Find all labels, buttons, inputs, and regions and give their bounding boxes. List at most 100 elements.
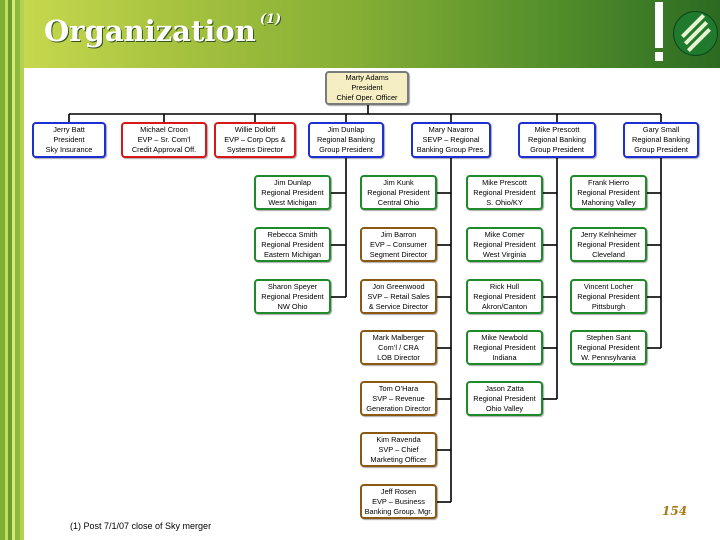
box-line: Mike Prescott (482, 177, 527, 187)
box-line: Gary Small (642, 125, 680, 134)
box-line: Jerry Batt (53, 125, 85, 134)
box-line: Regional President (473, 393, 536, 403)
box-line: Jason Zatta (485, 383, 524, 393)
box-line: Mike Newbold (481, 332, 528, 342)
org-box-direct-report: Willie Dolloff EVP – Corp Ops & Systems … (214, 122, 296, 158)
box-line: Regional President (577, 291, 640, 301)
box-line: SVP – Chief (378, 444, 419, 454)
box-line: Jim Dunlap (327, 125, 365, 134)
org-box-regional-president: Jerry Kelnheimer Regional President Clev… (570, 227, 647, 262)
footnote: (1) Post 7/1/07 close of Sky merger (70, 521, 212, 531)
org-box-regional-president: Frank Hierro Regional President Mahoning… (570, 175, 647, 210)
page-title: Organization(1) (44, 12, 282, 48)
box-line: Banking Group. Mgr. (364, 506, 433, 516)
box-line: President (53, 135, 85, 144)
org-box-regional-president: Sharon Speyer Regional President NW Ohio (254, 279, 331, 314)
org-box-regional-president: Mike Newbold Regional President Indiana (466, 330, 543, 365)
box-line: EVP – Business (372, 496, 425, 506)
box-line: Regional President (473, 291, 536, 301)
page-title-text: Organization (44, 14, 256, 48)
left-stripe (8, 0, 12, 540)
box-line: Rebecca Smith (267, 229, 318, 239)
box-line: Regional President (473, 239, 536, 249)
org-box-functional-director: Jim Barron EVP – Consumer Segment Direct… (360, 227, 437, 262)
box-line: SEVP – Regional (422, 135, 480, 144)
box-line: Regional President (367, 187, 430, 197)
org-box-functional-director: Mark Malberger Com’l / CRA LOB Director (360, 330, 437, 365)
box-line: Regional President (577, 342, 640, 352)
box-line: Group President (634, 145, 688, 154)
org-box-functional-director: Jon Greenwood SVP – Retail Sales & Servi… (360, 279, 437, 314)
box-line: Kim Ravenda (376, 434, 421, 444)
box-line: Group President (319, 145, 373, 154)
box-line: Jim Barron (380, 229, 417, 239)
org-box-regional-president: Stephen Sant Regional President W. Penns… (570, 330, 647, 365)
box-line: Sky Insurance (45, 145, 93, 154)
box-line: Eastern Michigan (263, 249, 322, 259)
box-line: Marty Adams (345, 73, 389, 82)
box-line: Com’l / CRA (378, 342, 419, 352)
exclamation-dot-icon (655, 52, 663, 61)
box-line: Systems Director (226, 145, 284, 154)
box-line: Group President (530, 145, 584, 154)
box-line: EVP – Consumer (370, 239, 427, 249)
box-line: Chief Oper. Officer (336, 93, 398, 102)
box-line: Michael Croon (140, 125, 188, 134)
box-line: Regional President (473, 187, 536, 197)
box-line: Cleveland (592, 249, 625, 259)
org-box-direct-report: Gary Small Regional Banking Group Presid… (623, 122, 699, 158)
box-line: Tom O’Hara (378, 383, 419, 393)
box-line: & Service Director (368, 301, 429, 311)
org-box-regional-president: Mike Prescott Regional President S. Ohio… (466, 175, 543, 210)
box-line: Sharon Speyer (267, 281, 318, 291)
footnote-marker: (1) (259, 12, 282, 27)
box-line: Vincent Locher (583, 281, 634, 291)
box-line: EVP – Sr. Com’l (137, 135, 191, 144)
company-logo-icon (673, 11, 718, 56)
box-line: Mahoning Valley (581, 197, 636, 207)
box-line: Credit Approval Off. (131, 145, 197, 154)
box-line: Regional Banking (528, 135, 586, 144)
box-line: Jim Dunlap (274, 177, 311, 187)
page-number: 154 (662, 504, 688, 518)
box-line: Generation Director (366, 403, 431, 413)
box-line: Jeff Rosen (380, 486, 417, 496)
box-line: Segment Director (369, 249, 428, 259)
org-box-regional-president: Jason Zatta Regional President Ohio Vall… (466, 381, 543, 416)
org-box-direct-report: Mike Prescott Regional Banking Group Pre… (518, 122, 596, 158)
left-stripe (20, 0, 24, 540)
box-line: Mary Navarro (428, 125, 474, 134)
box-line: Willie Dolloff (234, 125, 276, 134)
box-line: Regional President (261, 187, 324, 197)
box-line: Mike Prescott (534, 125, 580, 134)
box-line: Frank Hierro (587, 177, 630, 187)
exclamation-bar-icon (655, 2, 663, 48)
box-line: SVP – Retail Sales (367, 291, 430, 301)
org-box-functional-director: Jeff Rosen EVP – Business Banking Group.… (360, 484, 437, 519)
box-line: West Michigan (268, 197, 317, 207)
left-stripe (15, 0, 20, 540)
box-line: Rick Hull (489, 281, 520, 291)
org-box-direct-report: Jim Dunlap Regional Banking Group Presid… (308, 122, 384, 158)
box-line: Jerry Kelnheimer (580, 229, 637, 239)
org-box-regional-president: Rebecca Smith Regional President Eastern… (254, 227, 331, 262)
org-box-direct-report: Michael Croon EVP – Sr. Com’l Credit App… (121, 122, 207, 158)
left-stripe (5, 0, 8, 540)
box-line: President (351, 83, 383, 92)
box-line: Mike Comer (484, 229, 525, 239)
box-line: Regional President (261, 239, 324, 249)
box-line: Ohio Valley (485, 403, 524, 413)
box-line: Stephen Sant (586, 332, 631, 342)
left-stripe (12, 0, 15, 540)
box-line: LOB Director (377, 352, 420, 362)
box-line: Jim Kunk (383, 177, 414, 187)
box-line: Regional President (577, 187, 640, 197)
box-line: EVP – Corp Ops & (224, 135, 286, 144)
org-box-regional-president: Mike Comer Regional President West Virgi… (466, 227, 543, 262)
box-line: W. Pennsylvania (581, 352, 636, 362)
box-line: Regional President (577, 239, 640, 249)
org-box-functional-director: Kim Ravenda SVP – Chief Marketing Office… (360, 432, 437, 467)
box-line: Regional Banking (317, 135, 375, 144)
box-line: Marketing Officer (370, 454, 427, 464)
